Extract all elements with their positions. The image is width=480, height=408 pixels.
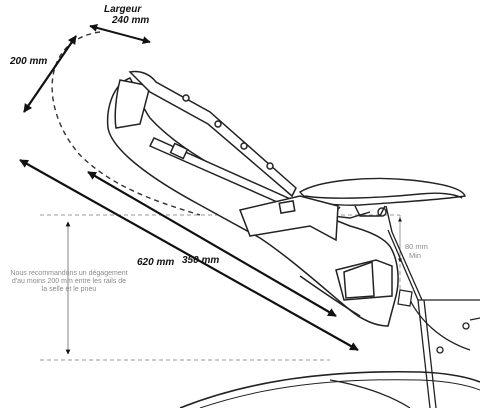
length-350-arrow bbox=[87, 171, 337, 317]
saddle-bag bbox=[106, 70, 399, 327]
clearance-min: Min bbox=[409, 251, 422, 260]
bike-frame bbox=[329, 229, 480, 408]
saddle bbox=[298, 177, 466, 233]
rear-wheel-inner bbox=[199, 379, 480, 408]
width-value: 240 mm bbox=[112, 15, 150, 26]
length-total-value: 620 mm bbox=[137, 257, 175, 268]
width-arrow bbox=[89, 23, 151, 45]
recommendation-note: Nous recommandons un dégagement d'au moi… bbox=[2, 270, 136, 294]
expanded-bag-outline bbox=[51, 31, 201, 216]
height-arrow bbox=[23, 35, 77, 113]
recommendation-line-2: d'au moins 200 mm entre les rails de bbox=[11, 278, 127, 285]
seatpost-clamp bbox=[397, 289, 413, 307]
width-title: Largeur bbox=[104, 4, 142, 15]
rear-wheel bbox=[179, 370, 480, 408]
recommendation-line-3: la selle et le pneu bbox=[41, 286, 97, 293]
length-bag-value: 350 mm bbox=[182, 255, 220, 266]
recommendation-line-1: Nous recommandons un dégagement bbox=[10, 270, 128, 277]
height-value: 200 mm bbox=[10, 56, 48, 67]
clearance-value: 80 mm bbox=[405, 242, 428, 251]
